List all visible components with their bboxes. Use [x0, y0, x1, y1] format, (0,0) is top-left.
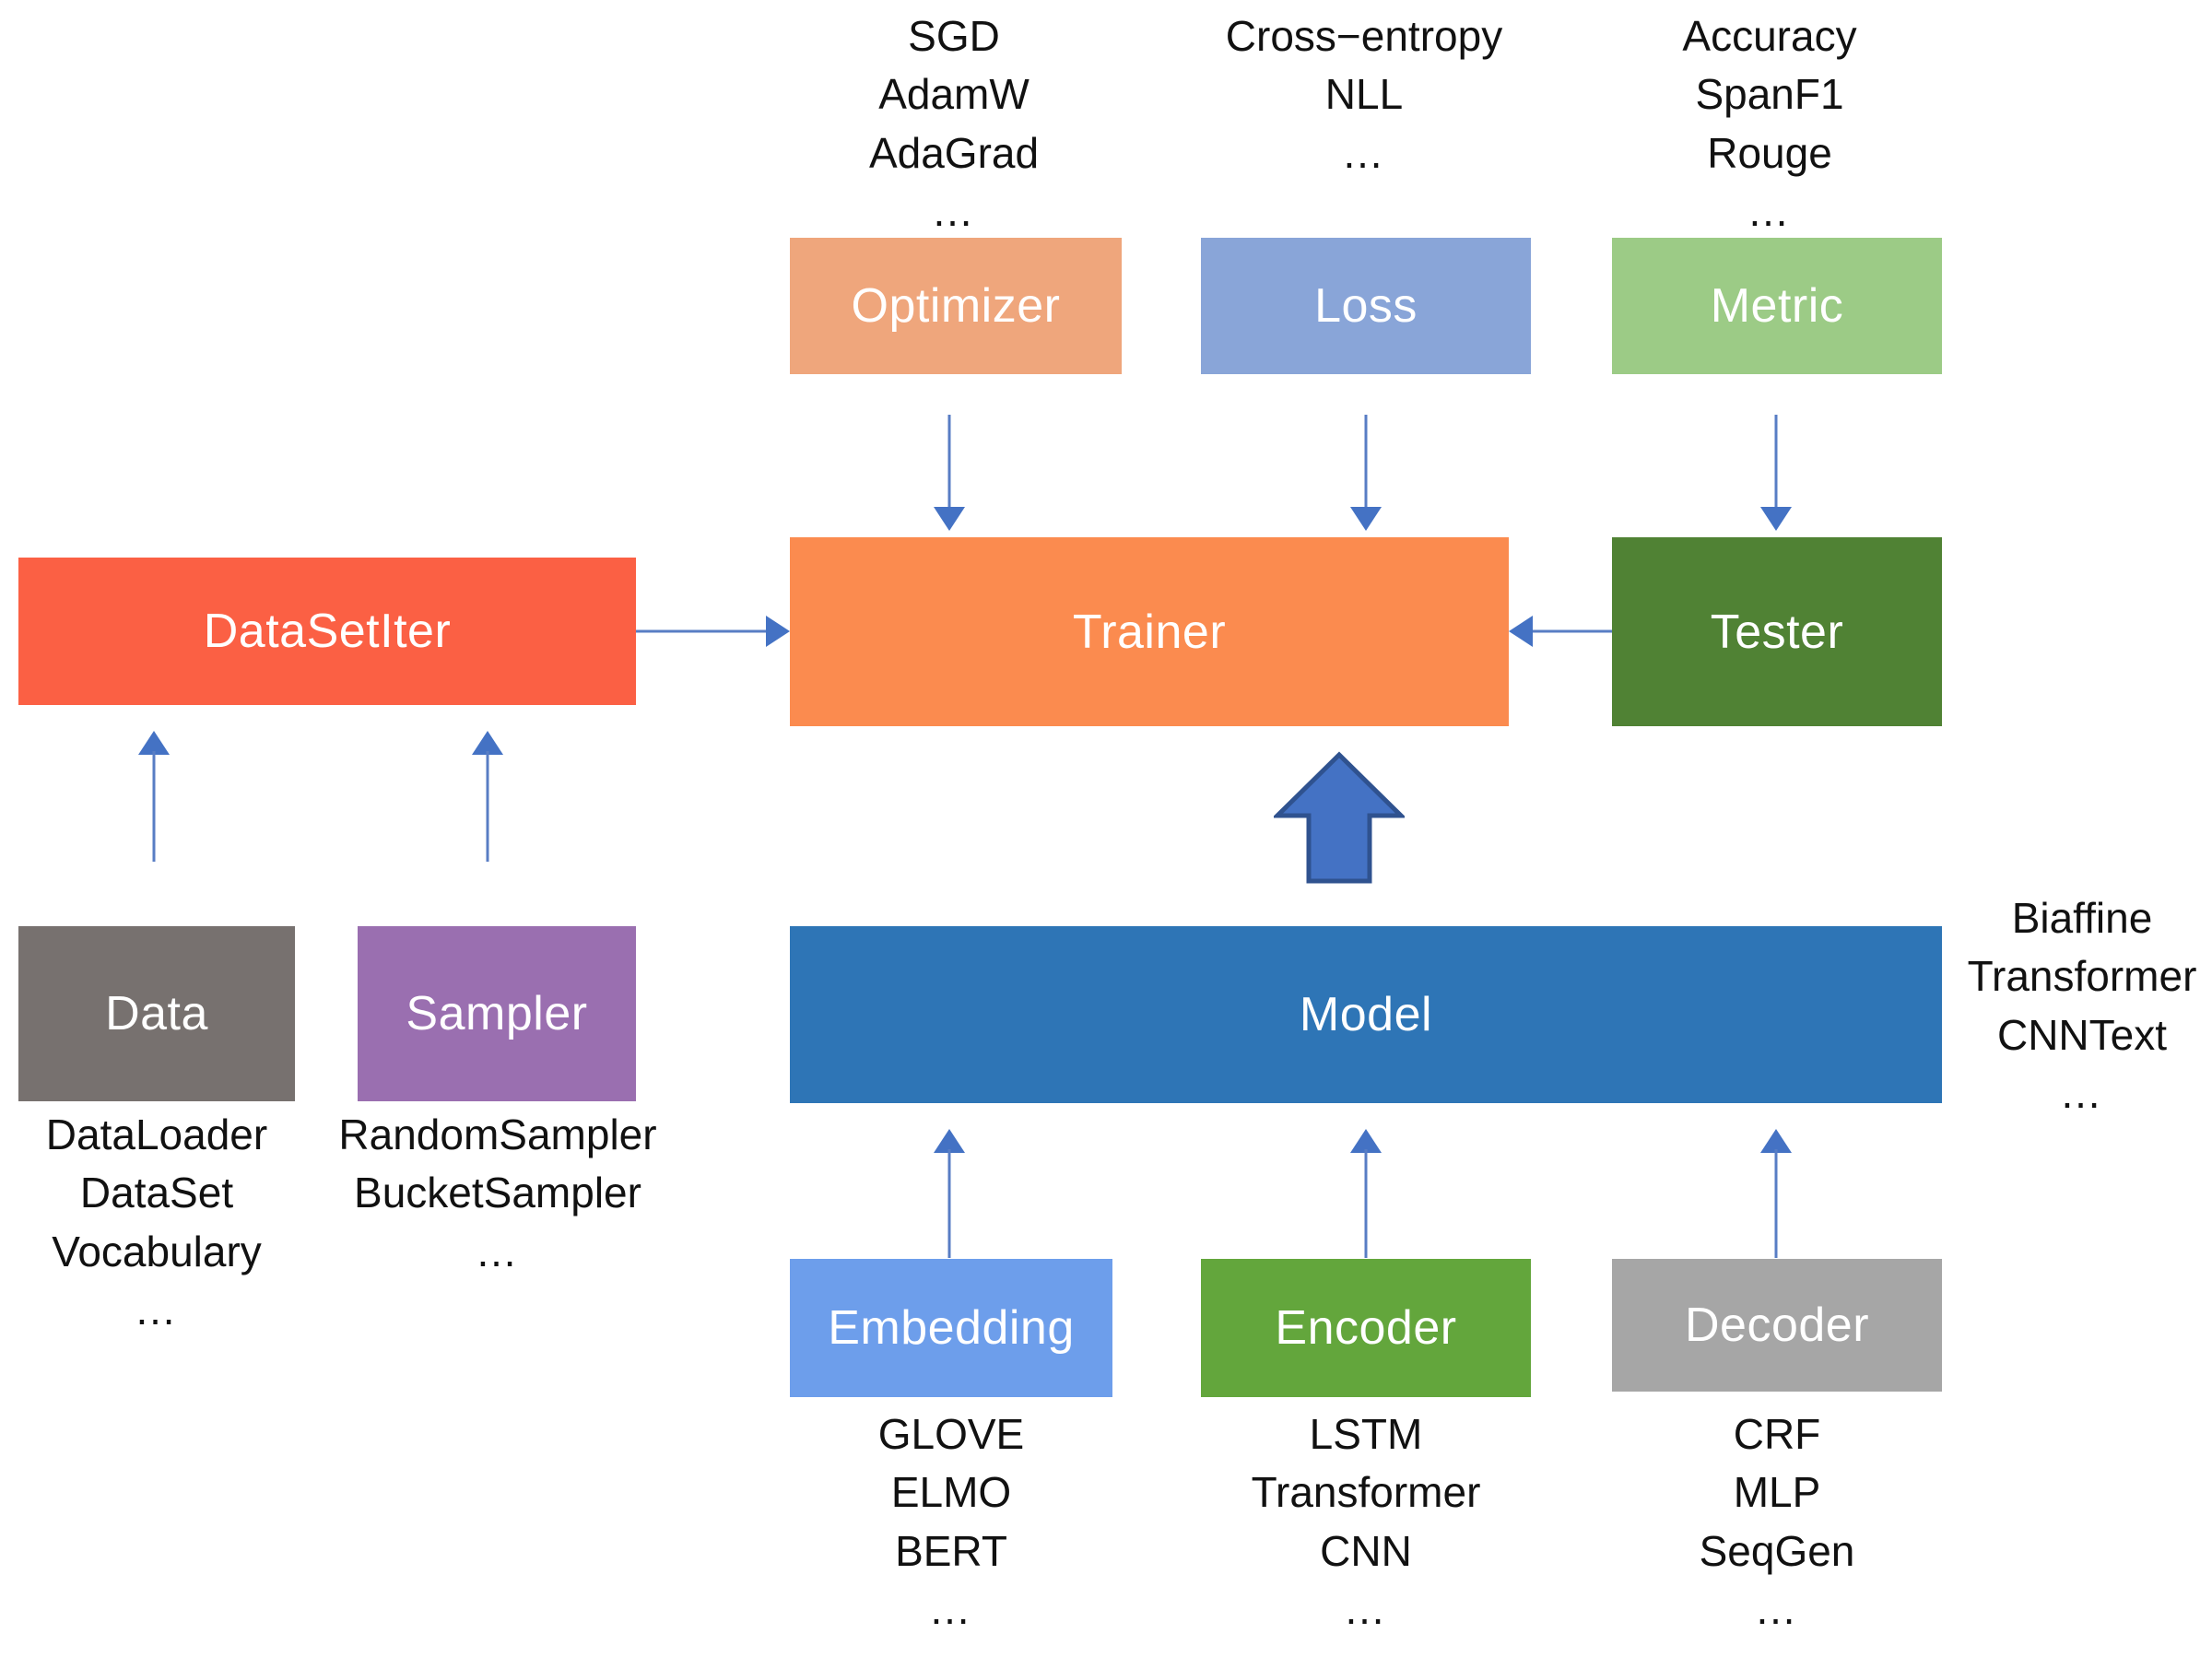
up-arrow-encoder — [1350, 1129, 1382, 1258]
arrow-head — [766, 616, 790, 647]
arrow-shaft — [1364, 415, 1368, 507]
embedding-caption-line-1: GLOVE — [877, 1410, 1025, 1458]
data-box[interactable]: Data — [18, 926, 295, 1101]
model-box[interactable]: Model — [790, 926, 1942, 1103]
model-box-label: Model — [1299, 988, 1433, 1041]
sampler-caption-line-2: BucketSampler — [354, 1169, 641, 1217]
arrow-shaft — [1774, 415, 1778, 507]
arrow-head — [1760, 507, 1792, 531]
decoder-caption-line-2: MLP — [1733, 1468, 1821, 1517]
big-up-arrow-model — [1271, 751, 1407, 885]
metric-caption: Accuracy SpanF1 Rouge … — [1608, 7, 1931, 241]
metric-caption-line-2: SpanF1 — [1695, 70, 1844, 119]
sampler-caption-line-1: RandomSampler — [338, 1111, 657, 1158]
encoder-caption-line-1: LSTM — [1309, 1410, 1423, 1458]
arrow-head — [1350, 1129, 1382, 1153]
decoder-caption-line-1: CRF — [1733, 1410, 1821, 1458]
up-arrow-embedding — [934, 1129, 965, 1258]
arrow-head — [472, 731, 503, 755]
down-arrow-loss — [1350, 415, 1382, 531]
arrow-head — [1509, 616, 1533, 647]
up-arrow-decoder — [1760, 1129, 1792, 1258]
decoder-caption: CRF MLP SeqGen … — [1612, 1405, 1942, 1639]
sampler-box-label: Sampler — [406, 987, 588, 1040]
loss-caption-line-2: NLL — [1324, 70, 1404, 119]
datasetiter-box-label: DataSetIter — [203, 605, 452, 658]
arrow-head — [934, 507, 965, 531]
arrow-head — [1350, 507, 1382, 531]
arrow-shaft — [1529, 629, 1612, 633]
model-caption-line-3: CNNText — [1996, 1010, 2168, 1059]
metric-box[interactable]: Metric — [1612, 238, 1942, 374]
sampler-box[interactable]: Sampler — [358, 926, 636, 1101]
loss-box-label: Loss — [1314, 279, 1418, 333]
model-caption-line-2: Transformer — [1967, 952, 2197, 1001]
encoder-caption-ellipsis: … — [1343, 1585, 1389, 1634]
optimizer-box-label: Optimizer — [851, 279, 1061, 333]
decoder-box[interactable]: Decoder — [1612, 1259, 1942, 1392]
arrow-shaft — [152, 751, 156, 862]
optimizer-caption-line-3: AdaGrad — [868, 128, 1040, 177]
encoder-caption-line-3: CNN — [1320, 1526, 1412, 1575]
model-caption-line-1: Biaffine — [2011, 894, 2153, 942]
arrow-shaft — [947, 415, 951, 507]
up-arrow-sampler — [472, 731, 503, 862]
loss-caption-line-1: Cross−entropy — [1225, 12, 1503, 60]
embedding-caption-line-2: ELMO — [890, 1468, 1012, 1517]
embedding-caption: GLOVE ELMO BERT … — [790, 1405, 1112, 1639]
encoder-caption-line-2: Transformer — [1251, 1468, 1481, 1517]
arrow-head — [138, 731, 170, 755]
optimizer-caption-line-1: SGD — [908, 12, 1000, 60]
arrow-shaft — [947, 1149, 951, 1258]
decoder-caption-line-3: SeqGen — [1699, 1526, 1855, 1575]
model-caption-ellipsis: … — [2059, 1069, 2105, 1118]
down-arrow-metric — [1760, 415, 1792, 531]
embedding-caption-line-3: BERT — [895, 1526, 1007, 1575]
arrow-shaft — [486, 751, 489, 862]
metric-box-label: Metric — [1710, 279, 1844, 333]
loss-box[interactable]: Loss — [1201, 238, 1531, 374]
encoder-box-label: Encoder — [1275, 1301, 1457, 1355]
left-arrow-tester — [1509, 616, 1612, 647]
metric-caption-line-3: Rouge — [1707, 128, 1832, 177]
arrow-head — [934, 1129, 965, 1153]
sampler-caption: RandomSampler BucketSampler … — [323, 1106, 673, 1281]
arrow-shaft — [1364, 1149, 1368, 1258]
model-caption: Biaffine Transformer CNNText … — [1954, 889, 2210, 1123]
decoder-box-label: Decoder — [1684, 1299, 1870, 1352]
right-arrow-datasetiter — [636, 616, 790, 647]
loss-caption: Cross−entropy NLL … — [1198, 7, 1530, 182]
encoder-box[interactable]: Encoder — [1201, 1259, 1531, 1397]
optimizer-caption-line-2: AdamW — [878, 70, 1030, 119]
arrow-head — [1760, 1129, 1792, 1153]
optimizer-box[interactable]: Optimizer — [790, 238, 1122, 374]
arrow-shaft — [1774, 1149, 1778, 1258]
down-arrow-optimizer — [934, 415, 965, 531]
sampler-caption-ellipsis: … — [475, 1227, 521, 1275]
up-arrow-data — [138, 731, 170, 862]
loss-caption-ellipsis: … — [1341, 128, 1387, 177]
tester-box-label: Tester — [1710, 605, 1844, 659]
data-caption-line-2: DataSet — [79, 1169, 234, 1217]
encoder-caption: LSTM Transformer CNN … — [1201, 1405, 1531, 1639]
data-box-label: Data — [105, 987, 208, 1040]
data-caption-line-3: Vocabulary — [52, 1227, 262, 1275]
tester-box[interactable]: Tester — [1612, 537, 1942, 726]
embedding-box[interactable]: Embedding — [790, 1259, 1112, 1397]
embedding-box-label: Embedding — [828, 1301, 1075, 1355]
data-caption-line-1: DataLoader — [45, 1111, 268, 1158]
metric-caption-line-1: Accuracy — [1682, 12, 1857, 60]
optimizer-caption-ellipsis: … — [931, 187, 977, 236]
trainer-box-label: Trainer — [1072, 605, 1227, 659]
optimizer-caption: SGD AdamW AdaGrad … — [788, 7, 1120, 241]
embedding-caption-ellipsis: … — [928, 1585, 974, 1634]
decoder-caption-ellipsis: … — [1754, 1585, 1800, 1634]
trainer-box[interactable]: Trainer — [790, 537, 1509, 726]
data-caption-ellipsis: … — [134, 1286, 180, 1334]
data-caption: DataLoader DataSet Vocabulary … — [9, 1106, 304, 1340]
metric-caption-ellipsis: … — [1747, 187, 1793, 236]
arrow-shaft — [636, 629, 770, 633]
datasetiter-box[interactable]: DataSetIter — [18, 558, 636, 705]
